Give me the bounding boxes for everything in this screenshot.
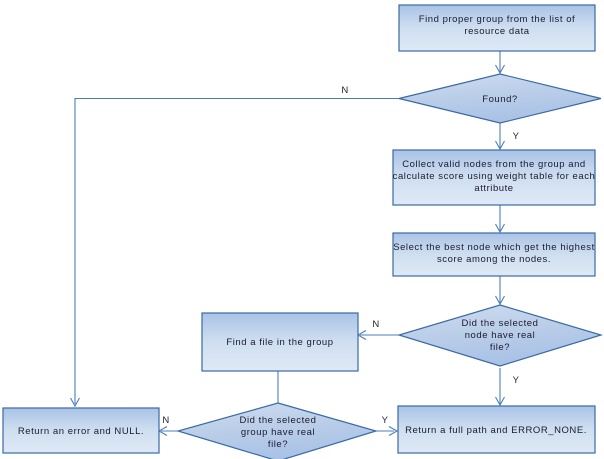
node-collect-valid-nodes-line-2: calculate score using weight table for e… <box>393 171 596 182</box>
node-node-real-file-line-3: file? <box>490 342 510 353</box>
node-group-real-file-decision[interactable]: Did the selected group have real file? <box>175 402 379 459</box>
connector-found-yes-to-collect <box>495 121 505 151</box>
connector-find-group-to-found <box>495 51 505 75</box>
connector-node-no-to-find-file <box>356 330 399 340</box>
branch-label-group-real-file-yes: Y <box>382 415 389 426</box>
connector-found-no-to-return-error <box>70 97 399 408</box>
connector-node-yes-to-return-path <box>495 368 505 407</box>
node-node-real-file-line-1: Did the selected <box>462 318 539 329</box>
node-group-real-file-line-1: Did the selected <box>240 415 317 426</box>
node-found-decision[interactable]: Found? <box>398 73 602 124</box>
node-find-proper-group[interactable]: Find proper group from the list of resou… <box>398 4 596 52</box>
node-select-best-node-line-1: Select the best node which get the highe… <box>393 242 595 253</box>
node-node-real-file-line-2: node have real <box>465 330 536 341</box>
node-select-best-node[interactable]: Select the best node which get the highe… <box>392 232 596 277</box>
connector-group-yes-to-return-path <box>376 426 399 436</box>
node-find-file-in-group[interactable]: Find a file in the group <box>201 312 359 372</box>
node-group-real-file-line-2: group have real <box>241 427 315 438</box>
branch-label-found-yes: Y <box>513 131 520 142</box>
node-return-error-null[interactable]: Return an error and NULL. <box>2 407 160 454</box>
node-return-full-path-label: Return a full path and ERROR_NONE. <box>405 425 587 436</box>
branch-label-found-no: N <box>341 85 348 96</box>
connector-select-to-node-decision <box>495 276 505 306</box>
node-find-proper-group-line-1: Find proper group from the list of <box>419 14 576 25</box>
branch-label-node-real-file-yes: Y <box>513 375 520 386</box>
node-select-best-node-line-2: score among the nodes. <box>437 254 551 265</box>
node-node-real-file-decision[interactable]: Did the selected node have real file? <box>396 304 604 367</box>
node-find-file-in-group-label: Find a file in the group <box>226 337 333 348</box>
node-collect-valid-nodes[interactable]: Collect valid nodes from the group and c… <box>392 149 596 206</box>
node-return-full-path[interactable]: Return a full path and ERROR_NONE. <box>397 405 596 454</box>
connector-group-no-to-return-error <box>157 426 178 436</box>
connector-collect-to-select <box>495 205 505 234</box>
node-group-real-file-line-3: file? <box>268 439 288 450</box>
node-found-decision-label: Found? <box>482 94 518 105</box>
branch-label-group-real-file-no: N <box>162 415 169 426</box>
branch-label-node-real-file-no: N <box>372 319 379 330</box>
node-return-error-null-label: Return an error and NULL. <box>18 426 144 437</box>
node-collect-valid-nodes-line-1: Collect valid nodes from the group and <box>402 159 586 170</box>
node-collect-valid-nodes-line-3: attribute <box>474 183 513 194</box>
node-find-proper-group-line-2: resource data <box>464 26 529 37</box>
